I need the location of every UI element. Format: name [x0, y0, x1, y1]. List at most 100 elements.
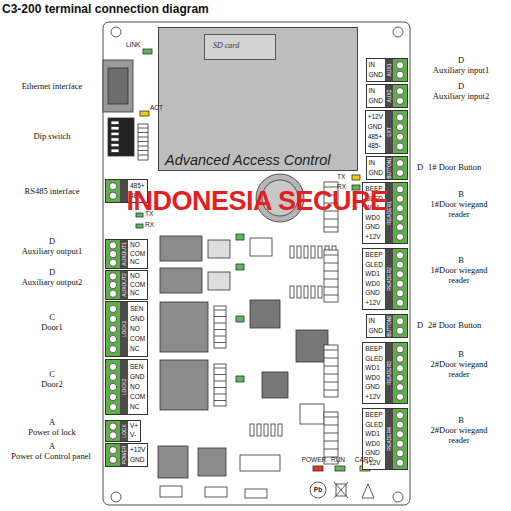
- screw: [109, 335, 116, 342]
- pin-column: V+V-: [128, 421, 140, 441]
- indicator-label: POWER: [300, 456, 328, 463]
- header-pin: [138, 150, 148, 151]
- screw: [396, 124, 403, 131]
- screw: [109, 192, 116, 199]
- ethernet-port: [108, 68, 128, 104]
- pin-header: [214, 306, 226, 348]
- block-name: AUXOUT1: [121, 242, 127, 266]
- screw-terminal: [106, 271, 120, 299]
- screw-row: [393, 111, 407, 153]
- header-pin: [214, 374, 226, 375]
- resistor: [271, 424, 275, 436]
- callout-label: D: [417, 163, 427, 173]
- block-name: READER2: [386, 267, 392, 291]
- screw-terminal: [393, 409, 407, 469]
- relay-led: [236, 316, 244, 322]
- pin-name: COM: [130, 251, 145, 258]
- pin-name: BEEP: [365, 346, 383, 353]
- header-pin: [138, 128, 148, 129]
- screw: [396, 431, 403, 438]
- pin-name: GND: [365, 384, 383, 391]
- screw: [109, 393, 116, 400]
- header-pin: [324, 227, 338, 228]
- pin-name: NO: [130, 242, 145, 249]
- resistor: [250, 424, 254, 436]
- screw: [396, 62, 403, 69]
- callout-label: C: [4, 370, 100, 380]
- terminal-block: INGNDAUX2: [366, 84, 408, 108]
- screw: [109, 404, 116, 411]
- screw: [109, 242, 116, 249]
- screw: [396, 384, 403, 391]
- screw-terminal: [106, 302, 120, 356]
- screw-row: [393, 157, 407, 179]
- weee-cross: [334, 482, 348, 498]
- screw-row: [393, 343, 407, 403]
- icon-label: Pb: [310, 486, 326, 493]
- screw: [396, 299, 403, 306]
- indicator-label: TX: [337, 173, 351, 180]
- fuse: [205, 487, 227, 497]
- pin-column: BEEPGLEDWD1WD0GND+12V: [363, 343, 385, 403]
- ic-chip: [262, 372, 288, 398]
- screw: [396, 114, 403, 121]
- terminal-block: POWER+12VGND: [105, 443, 148, 467]
- ic-chip: [250, 238, 272, 256]
- run-led: [335, 466, 345, 471]
- pb-free-icon: [310, 482, 326, 498]
- block-name: BUTTON1: [387, 158, 392, 179]
- pin-name: SEN: [130, 306, 145, 313]
- screw: [396, 355, 403, 362]
- screw-terminal: [393, 343, 407, 403]
- screw-terminal: [393, 85, 407, 107]
- screw: [396, 271, 403, 278]
- screw: [396, 365, 403, 372]
- header-pin: [324, 255, 338, 256]
- pin-name: COM: [130, 282, 145, 289]
- pin-name: WD0: [365, 281, 383, 288]
- screw: [396, 205, 403, 212]
- screw: [396, 280, 403, 287]
- header-pin: [214, 368, 226, 369]
- callout-label: Auxiliary input2: [413, 92, 509, 102]
- ethernet-jack: [103, 60, 133, 112]
- watermark: INDONESIA SECURE: [110, 186, 404, 217]
- callout-label: Power of lock: [4, 428, 100, 438]
- screw-terminal: [393, 183, 407, 243]
- terminal-block: BEEPGLEDWD1WD0GND+12VREADER3: [362, 342, 408, 404]
- pin-name: GLED: [365, 262, 383, 269]
- terminal-block: BEEPGLEDWD1WD0GND+12VREADER2: [362, 248, 408, 310]
- fuse: [245, 489, 267, 498]
- header-pin: [138, 155, 148, 156]
- terminal-block: INGNDBUTTON2: [366, 314, 408, 338]
- pin-header: [138, 124, 148, 160]
- callout-label: 1#Door wiegand reader: [430, 266, 488, 286]
- callout-label: Door2: [4, 380, 100, 390]
- screw: [396, 327, 403, 334]
- header-pin: [324, 425, 338, 426]
- screw-row: [106, 240, 120, 268]
- header-pin: [324, 271, 338, 272]
- mount-hole: [111, 492, 121, 502]
- pin-name: WD1: [365, 431, 383, 438]
- dip-switch: [108, 118, 134, 156]
- pin-name: WD0: [365, 375, 383, 382]
- callout-label: B: [413, 350, 509, 360]
- pin-name: +12V: [130, 447, 145, 454]
- dip-lever: [111, 143, 119, 146]
- header-pin: [214, 342, 226, 343]
- block-tag: EXT: [385, 111, 393, 153]
- transformer: [158, 446, 188, 478]
- esd-icon: [362, 484, 374, 498]
- callout-label: D: [4, 268, 100, 278]
- header-pin: [214, 329, 226, 330]
- resistor: [290, 286, 294, 298]
- header-pin: [214, 310, 226, 311]
- pin-name: GND: [365, 450, 383, 457]
- block-name: READER3: [386, 361, 392, 385]
- ic-chip: [250, 300, 280, 328]
- screw: [396, 224, 403, 231]
- screw-row: [106, 444, 120, 466]
- pin-name: 485-: [368, 143, 383, 150]
